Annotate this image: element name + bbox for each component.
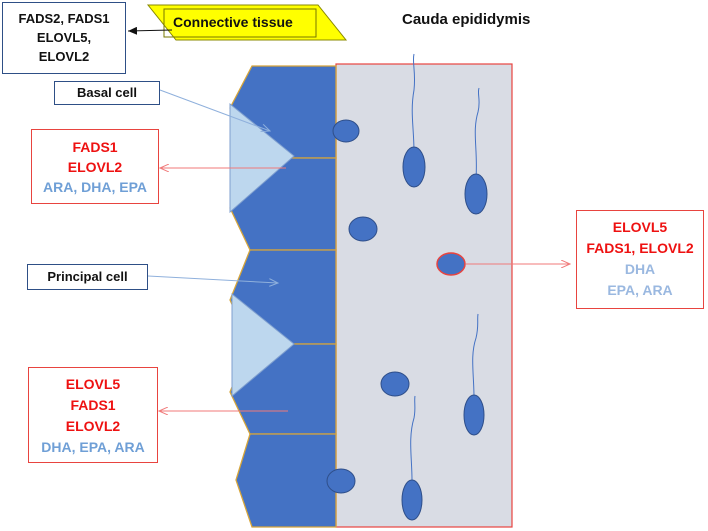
connective-tissue-label-frame — [163, 8, 317, 38]
enzyme-line: FADS2, FADS1 — [18, 11, 110, 26]
fatty-acid-line: EPA, ARA — [607, 282, 673, 298]
sperm-head — [464, 173, 488, 215]
enzyme-line: FADS1, ELOVL2 — [586, 240, 694, 256]
principal-cell-pointer — [147, 275, 278, 283]
principal-cell-label-box: Principal cell — [27, 264, 148, 290]
sperm-head — [401, 479, 423, 521]
fatty-acid-line: ARA, DHA, EPA — [43, 179, 147, 195]
fatty-acid-line: DHA, EPA, ARA — [41, 439, 145, 455]
connective-arrow — [127, 26, 173, 35]
sperm-head — [380, 371, 410, 397]
enzyme-line: FADS1 — [70, 397, 116, 413]
highlighted-sperm-head — [436, 252, 466, 276]
sperm-head — [348, 216, 378, 242]
principal-cell-label: Principal cell — [47, 269, 128, 284]
sperm-head — [402, 146, 426, 188]
enzyme-line: ELOVL2 — [67, 159, 123, 175]
lumen — [335, 63, 513, 528]
enzyme-line: FADS1 — [72, 139, 118, 155]
basal-cell-label: Basal cell — [77, 85, 137, 100]
enzyme-line: ELOVL5 — [612, 219, 668, 235]
enzyme-line: ELOVL2 — [38, 49, 90, 64]
epithelial-cell-5 — [235, 433, 337, 528]
basal-cell-label-box: Basal cell — [54, 81, 160, 105]
connective-enzyme-box: FADS2, FADS1 ELOVL5, ELOVL2 — [2, 2, 126, 74]
page-title: Cauda epididymis — [402, 11, 531, 28]
sperm-enzyme-box: ELOVL5 FADS1, ELOVL2 DHA EPA, ARA — [576, 210, 704, 309]
connective-tissue-banner — [146, 4, 348, 41]
basal-cell-pointer — [159, 89, 270, 131]
fatty-acid-line: DHA — [624, 261, 656, 277]
enzyme-line: ELOVL5 — [65, 376, 121, 392]
connective-tissue-label: Connective tissue — [173, 14, 293, 30]
sperm-head — [332, 119, 360, 143]
enzyme-line: ELOVL5, — [36, 30, 92, 45]
basal-enzyme-box: FADS1 ELOVL2 ARA, DHA, EPA — [31, 129, 159, 204]
principal-enzyme-box: ELOVL5 FADS1 ELOVL2 DHA, EPA, ARA — [28, 367, 158, 463]
sperm-head — [463, 394, 485, 436]
sperm-heads — [326, 119, 488, 521]
enzyme-line: ELOVL2 — [65, 418, 121, 434]
sperm-tails — [410, 53, 480, 481]
sperm-head — [326, 468, 356, 494]
basal-cell-triangle-2 — [231, 292, 295, 398]
